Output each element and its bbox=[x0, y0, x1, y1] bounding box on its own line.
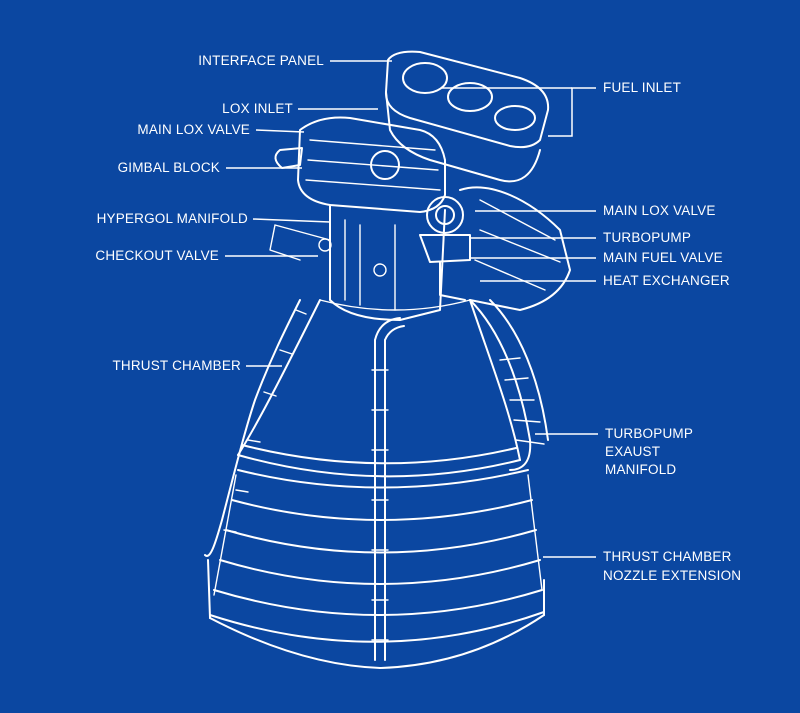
label-main-lox-valve-right: MAIN LOX VALVE bbox=[603, 203, 716, 218]
label-thrust-chamber: THRUST CHAMBER bbox=[112, 358, 241, 373]
label-turbopump-exhaust-3: MANIFOLD bbox=[605, 462, 677, 477]
label-gimbal-block: GIMBAL BLOCK bbox=[117, 160, 220, 175]
label-main-lox-valve-left: MAIN LOX VALVE bbox=[137, 122, 250, 137]
label-nozzle-extension-1: THRUST CHAMBER bbox=[603, 549, 732, 564]
label-turbopump-exhaust-1: TURBOPUMP bbox=[605, 426, 694, 441]
label-lox-inlet: LOX INLET bbox=[222, 101, 293, 116]
exhaust-manifold bbox=[469, 299, 549, 471]
label-turbopump-exhaust-2: EXAUST bbox=[605, 444, 661, 459]
thrust-chamber-bell bbox=[237, 299, 521, 478]
left-tubing bbox=[204, 299, 307, 557]
label-nozzle-extension-2: NOZZLE EXTENSION bbox=[603, 568, 742, 583]
engine-head bbox=[269, 116, 571, 321]
nozzle-extension bbox=[207, 469, 545, 669]
leader-lines bbox=[225, 60, 598, 558]
label-heat-exchanger: HEAT EXCHANGER bbox=[603, 273, 730, 288]
label-main-fuel-valve: MAIN FUEL VALVE bbox=[603, 250, 723, 265]
center-fuel-line bbox=[371, 317, 405, 661]
label-hypergol-manifold: HYPERGOL MANIFOLD bbox=[96, 211, 248, 226]
label-interface-panel: INTERFACE PANEL bbox=[198, 53, 324, 68]
label-fuel-inlet: FUEL INLET bbox=[603, 80, 682, 95]
label-turbopump: TURBOPUMP bbox=[603, 230, 692, 245]
interface-panel bbox=[384, 50, 550, 183]
label-checkout-valve: CHECKOUT VALVE bbox=[95, 248, 219, 263]
